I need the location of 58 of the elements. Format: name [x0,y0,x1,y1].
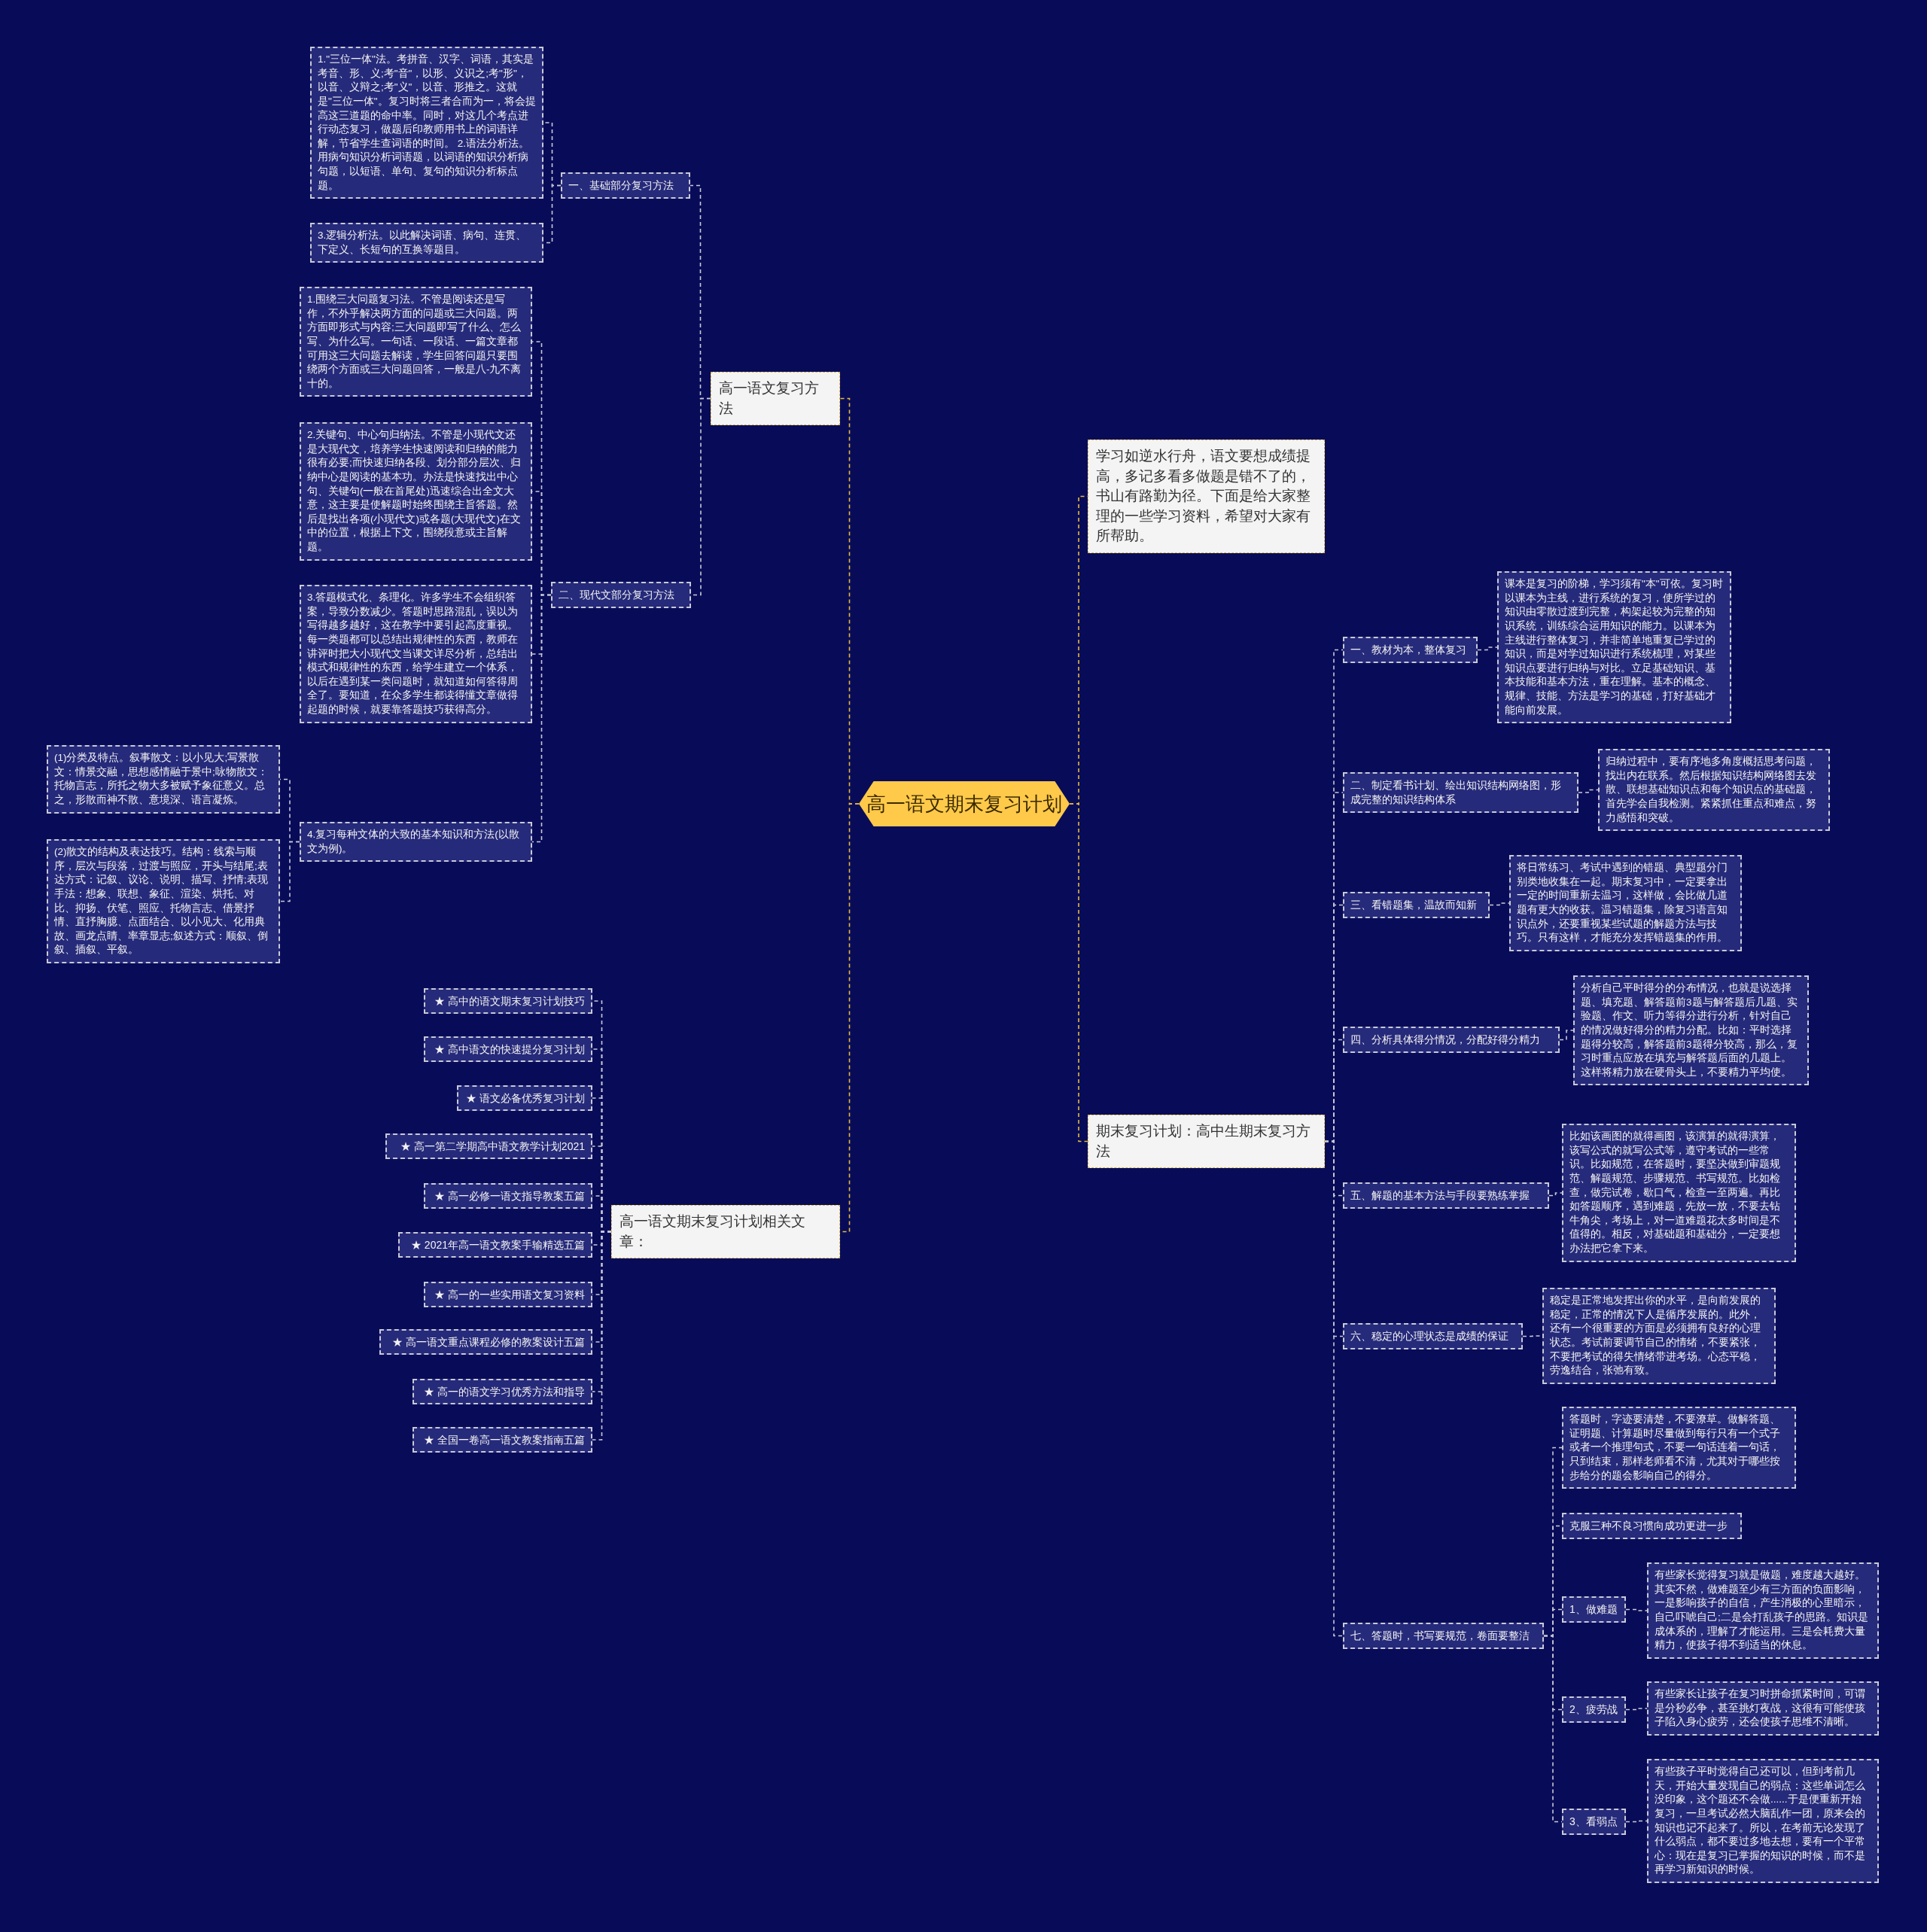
note-box: 将日常练习、考试中遇到的错题、典型题分门别类地收集在一起。期末复习中，一定要拿出一定的时间重新去温习，这样做，会比做几道题有更大的收获。温习错题集，除复习语言知识点外，还要重视某些试题的解题方法与技巧。只有这样，才能充分发挥错题集的作用。 [1509,855,1742,951]
note-box: 稳定是正常地发挥出你的水平，是向前发展的稳定，正常的情况下人是循序发展的。此外，还有一个很重要的方面是必须拥有良好的心理状态。考试前要调节自己的情绪，不要紧张，不要把考试的得失情绪带进考场。心态平稳，劳逸结合，张弛有致。 [1542,1288,1776,1384]
connector-line [1477,647,1498,651]
topic-box: 期末复习计划：高中生期末复习方法 [1088,1115,1325,1169]
article-link-box: ★ 全国一卷高一语文教案指南五篇 [412,1427,592,1453]
topic-box: 高一语文期末复习计划相关文章： [611,1205,840,1259]
subtopic-box: 2、疲劳战 [1562,1696,1626,1723]
subtopic-box: 五、解题的基本方法与手段要熟练掌握 [1343,1182,1549,1209]
subtopic-box: 六、稳定的心理状态是成绩的保证 [1343,1323,1523,1349]
connector-line [1625,1708,1648,1711]
article-link-box: ★ 高一第二学期高中语文教学计划2021 [385,1133,592,1160]
subtopic-box: 1、做难题 [1562,1596,1626,1623]
subtopic-box: 3、看弱点 [1562,1809,1626,1835]
note-box: 1.围绕三大问题复习法。不管是阅读还是写作，不外乎解决两方面的问题或三大问题。两方面即形式与内容;三大问题即写了什么、怎么写、为什么写。一句话、一段话、一篇文章都可用这三大问题去解读，学生回答问题只要围绕两个方面或三大问题回答，一般是八-九不离十的。 [300,287,532,397]
connector-line [1559,1030,1574,1041]
subtopic-box: 四、分析具体得分情况，分配好得分精力 [1343,1027,1560,1053]
connector-line [1324,1140,1344,1637]
note-box: 3.逻辑分析法。以此解决词语、病句、连贯、下定义、长短句的互换等题目。 [310,223,543,263]
note-box: (2)散文的结构及表达技巧。结构：线索与顺序，层次与段落，过渡与照应，开头与结尾;表达方式：记叙、议论、说明、描写、抒情;表现手法：想象、联想、象征、渲染、烘托、对比、抑扬、伏笔、照应、托物言志、借景抒情、直抒胸臆、点面结合、以小见大、化用典故、画龙点睛、率章显志;叙述方式：顺叙、倒叙、插叙、平叙。 [47,839,280,963]
connector-line [1548,1192,1563,1197]
subtopic-box: 一、基础部分复习方法 [561,172,690,199]
subtopic-box: 克服三种不良习惯向成功更进一步 [1562,1513,1742,1539]
connector-line [592,1231,612,1441]
article-link-box: ★ 高一的语文学习优秀方法和指导 [412,1379,592,1405]
note-box: 4.复习每种文体的大致的基本知识和方法(以散文为例)。 [300,822,532,863]
article-link-box: ★ 语文必备优秀复习计划 [457,1085,592,1112]
note-box: 归纳过程中，要有序地多角度概括思考问题，找出内在联系。然后根据知识结构网络图去发散、联想基础知识点和每个知识点的基础题，首先学会自我检测。紧紧抓住重点和难点，努力感悟和突破。 [1598,749,1830,832]
article-link-box: ★ 高中语文的快速提分复习计划 [424,1036,592,1063]
subtopic-box: 二、现代文部分复习方法 [551,582,691,608]
note-box: 答题时，字迹要清楚，不要潦草。做解答题、证明题、计算题时尽量做到每行只有一个式子或者一个推理句式，不要一句话连着一句话，只到结束，那样老师看不清，尤其对于哪些按步给分的题会影响自己的得分。 [1562,1407,1796,1489]
note-box: 有些家长让孩子在复习时拼命抓紧时间，可谓是分秒必争，甚至挑灯夜战，这很有可能使孩子陷入身心疲劳，还会使孩子思维不清晰。 [1647,1681,1879,1736]
article-link-box: ★ 高一必修一语文指导教案五篇 [424,1183,592,1209]
note-box: 比如该画图的就得画图，该演算的就得演算，该写公式的就写公式等，遵守考试的一些常识。比如规范，在答题时，要坚决做到审题规范、解题规范、步骤规范、书写规范。比如检查，做完试卷，歇口气，检查一至两遍。再比如答题顺序，遇到难题，先放一放，不要去钻牛角尖，考场上，对一道难题花太多时间是不值得的。相反，对基础题和基础分，一定要想办法把它拿下来。 [1562,1124,1796,1262]
note-box: 有些孩子平时觉得自己还可以，但到考前几天，开始大量发现自己的弱点：这些单词怎么没印象，这个题还不会做......于是便重新开始复习，一旦考试必然大脑乱作一团，原来会的知识也记不起来了。所以，在考前无论发现了什么弱点，都不要过多地去想，要有一个平常心：现在是复习已掌握的知识的时候，而不是再学习新知识的时候。 [1647,1759,1879,1883]
subtopic-box: 一、教材为本，整体复习 [1343,637,1478,663]
connector-line [279,841,300,902]
subtopic-box: 七、答题时，书写要规范，卷面要整洁 [1343,1623,1544,1649]
note-box: 分析自己平时得分的分布情况，也就是说选择题、填充题、解答题前3题与解答题后几题、实验题、作文、听力等得分进行分析，针对自己的情况做好得分的精力分配。比如：平时选择题得分较高，解答题前3题得分较高，那么，复习时重点应放在填充与解答题后面的几题上。这样将精力放在硬骨头上，不要精力平均使。 [1573,975,1809,1086]
connector-line [1578,789,1599,793]
note-box: 有些家长觉得复习就是做题，难度越大越好。其实不然，做难题至少有三方面的负面影响，一是影响孩子的自信，产生消极的心里暗示，自己吓唬自己;二是会打乱孩子的思路。知识是成体系的，理解了才能运用。三是会耗费大量精力，使孩子得不到适当的休息。 [1647,1562,1879,1659]
root-topic: 高一语文期末复习计划 [859,781,1070,826]
note-box: 3.答题模式化、条理化。许多学生不会组织答案，导致分数减少。答题时思路混乱，误以为写得越多越好，这在教学中要引起高度重视。每一类题都可以总结出规律性的东西，教师在讲评时把大小现代文当课文详尽分析，总结出模式和规律性的东西，给学生建立一个体系，以后在遇到某一类问题时，就知道如何答得周全了。要知道，在众多学生都读得懂文章做得起题的时候，就要靠答题技巧获得高分。 [300,585,532,723]
note-box: 1."三位一体"法。考拼音、汉字、词语，其实是考音、形、义;考"音"，以形、义识之;考"形"，以音、义辩之;考"义"，以音、形推之。这就是"三位一体"。复习时将三者合而为一，将会提高这三道题的命中率。同时，对这几个考点进行动态复习，做题后印教师用书上的词语详解，节省学生查词语的时间。 2.语法分析法。用病句知识分析词语题，以词语的知识分析病句题，以短语、单句、复句的知识分析标点题。 [310,47,543,199]
topic-box: 学习如逆水行舟，语文要想成绩提高，多记多看多做题是错不了的，书山有路勤为径。下面是给大家整理的一些学习资料，希望对大家有所帮助。 [1088,440,1325,553]
connector-line [1625,1820,1648,1823]
connector-line [1489,902,1510,906]
subtopic-box: 二、制定看书计划、绘出知识结构网络图，形成完整的知识结构体系 [1343,772,1578,813]
connector-line [1069,803,1088,1142]
note-box: 课本是复习的阶梯，学习须有"本"可依。复习时以课本为主线，进行系统的复习，使所学过的知识由零散过渡到完整，构架起较为完整的知识系统，训练综合运用知识的能力。以课本为主线进行整体复习，并非简单地重复已学过的知识，而是对学过知识进行系统梳理，对某些知识点要进行归纳与对比。立足基础知识、基本技能和基本方法，重在理解。基本的概念、规律、技能、方法是学习的基础，打好基础才能向前发展。 [1497,571,1731,724]
article-link-box: ★ 高中的语文期末复习计划技巧 [424,988,592,1015]
subtopic-box: 三、看错题集，温故而知新 [1343,892,1490,918]
topic-box: 高一语文复习方法 [711,372,840,426]
article-link-box: ★ 高一语文重点课程必修的教案设计五篇 [379,1329,592,1355]
article-link-box: ★ 2021年高一语文教案手输精选五篇 [398,1232,592,1258]
note-box: (1)分类及特点。叙事散文：以小见大;写景散文：情景交融，思想感情融于景中;咏物散文：托物言志，所托之物大多被赋予象征意义。总之，形散而神不散、意境深、语言凝炼。 [47,745,280,814]
article-link-box: ★ 高一的一些实用语文复习资料 [424,1282,592,1308]
connector-line [1625,1608,1648,1611]
note-box: 2.关键句、中心句归纳法。不管是小现代文还是大现代文，培养学生快速阅读和归纳的能力很有必要;而快速归纳各段、划分部分层次、归纳中心是阅读的基本功。办法是快速找出中心句、关键句(一般在首尾处)迅速综合出全文大意，这主要是使解题时始终围绕主旨答题。然后是找出各项(小现代文)或各题(大现代文)在文中的位置，根据上下文，围绕段意或主旨解题。 [300,422,532,561]
